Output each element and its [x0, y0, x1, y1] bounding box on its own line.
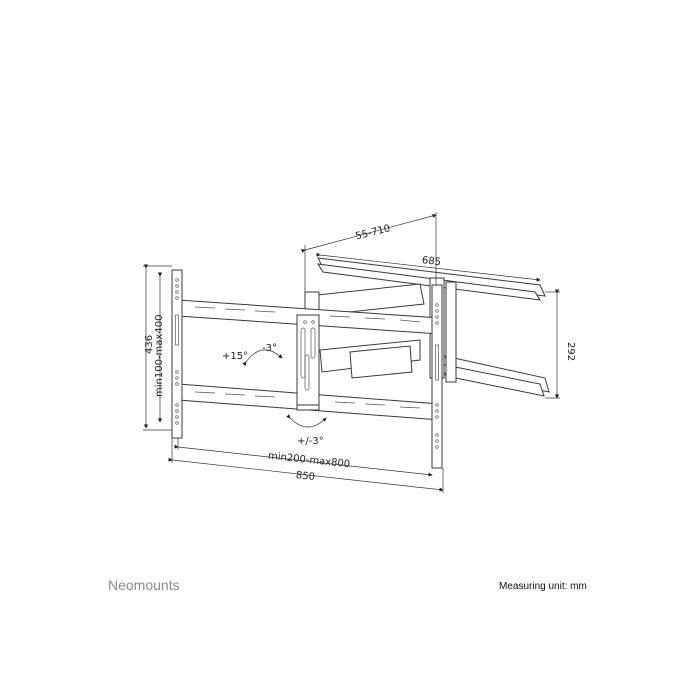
total-height-label: 436 [144, 335, 155, 354]
total-width-label: 850 [295, 470, 315, 483]
right-vertical-bracket [431, 284, 443, 469]
left-vertical-bracket [171, 269, 183, 439]
tilt-arrow-icon [242, 349, 283, 367]
brand-logo: Neomounts [108, 577, 180, 593]
measuring-unit-note: Measuring unit: mm [499, 581, 587, 592]
vesa-horizontal-label: min200-max800 [267, 451, 350, 471]
articulating-arm [304, 283, 425, 379]
vesa-vertical-label: min100-max400 [154, 315, 165, 397]
bracket-height-label: 292 [565, 342, 576, 361]
tilt-down-label: -3° [262, 343, 277, 354]
dimension-lines [143, 212, 560, 493]
swivel-arrow-icon [286, 414, 327, 428]
tilt-plate [296, 314, 320, 411]
arm-width-label: 685 [421, 255, 441, 268]
depth-range-label: 55-710 [354, 223, 391, 242]
swivel-label: +/-3° [297, 436, 324, 447]
tilt-up-label: +15° [222, 351, 248, 362]
